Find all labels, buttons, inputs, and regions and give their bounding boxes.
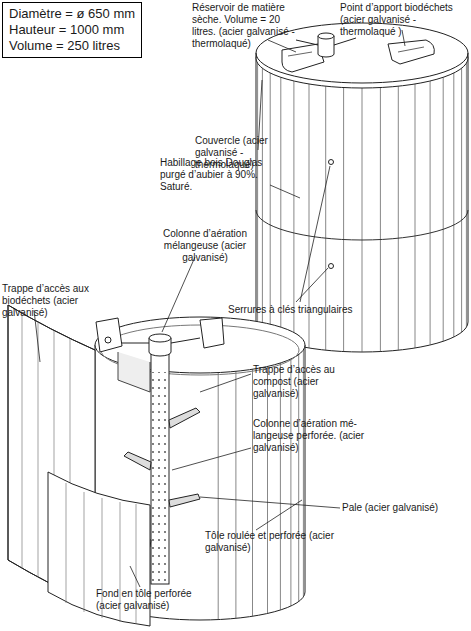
- part-label: Colonne d’aération mé- langeuse perforée…: [253, 418, 371, 454]
- spec-line: Diamètre = ø 650 mm: [9, 6, 135, 22]
- part-label: Point d’apport biodéchets (acier galvani…: [340, 2, 468, 38]
- part-label: Fond en tôle perforée (acier galvanisé): [96, 588, 206, 612]
- part-label: Pale (acier galvanisé): [342, 502, 442, 514]
- spec-line: Volume = 250 litres: [9, 38, 135, 54]
- part-label: Tôle roulée et perforée (acier galvanisé…: [205, 530, 335, 554]
- part-label: Trappe d’accès aux biodéchets (acier gal…: [2, 283, 94, 319]
- part-label: Trappe d’accès au compost (acier galvani…: [253, 364, 365, 400]
- part-label: Habillage bois Douglas purgé d’aubier à …: [160, 157, 270, 193]
- spec-box: Diamètre = ø 650 mmHauteur = 1000 mmVolu…: [2, 2, 142, 58]
- part-label: Serrures à clés triangulaires: [228, 304, 378, 316]
- spec-line: Hauteur = 1000 mm: [9, 22, 135, 38]
- part-label: Réservoir de matière sèche. Volume = 20 …: [192, 2, 296, 50]
- part-label: Colonne d’aération mélangeuse (acier gal…: [140, 228, 270, 264]
